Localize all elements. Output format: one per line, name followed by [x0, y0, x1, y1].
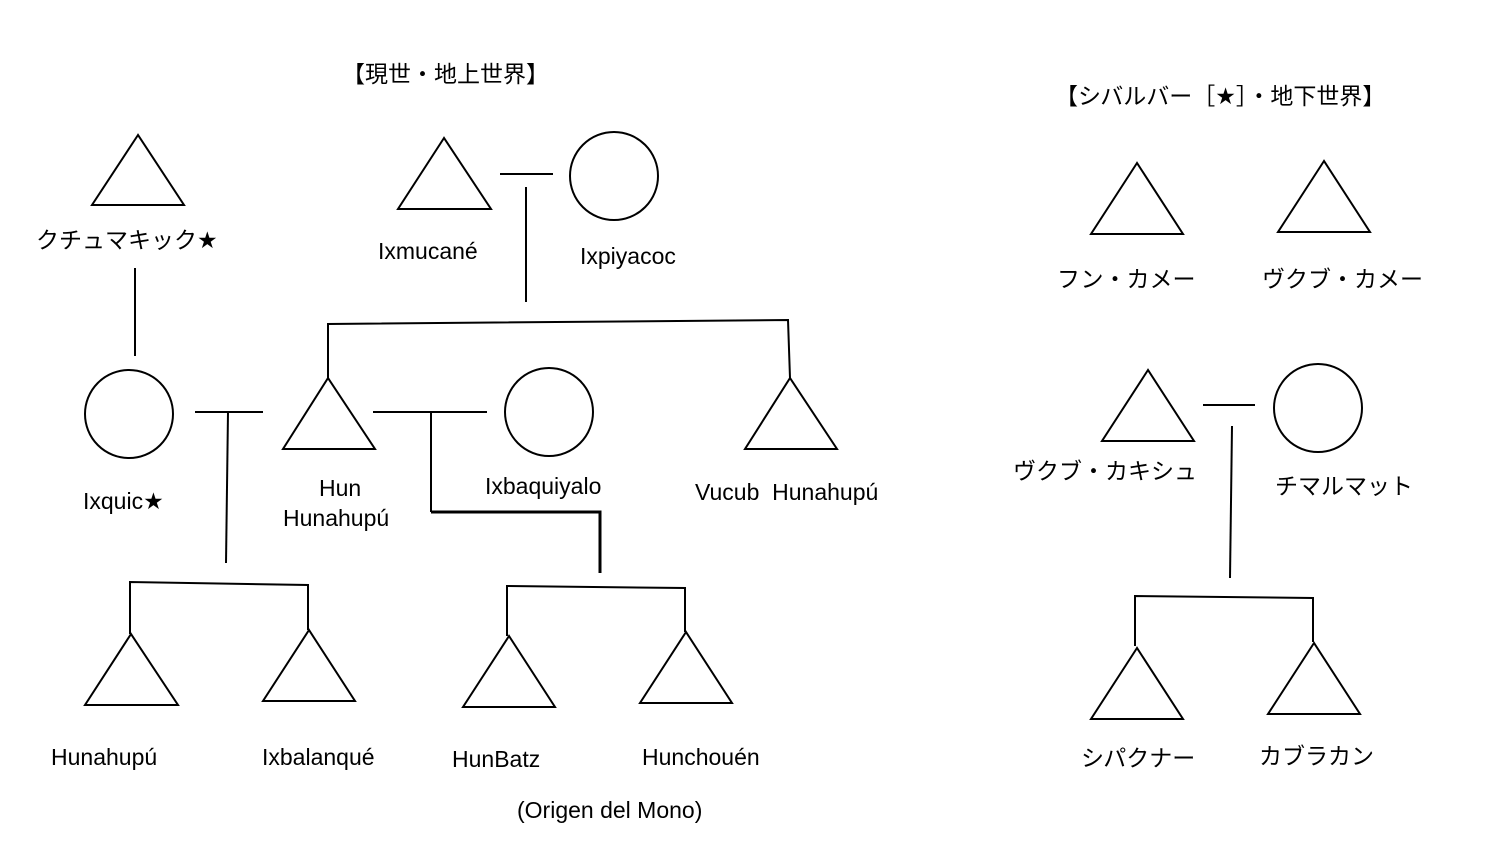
male-symbol-kuchumakik	[90, 133, 186, 206]
sibling-bar-hunbatz-hunchouen	[506, 584, 686, 636]
male-symbol-vucub-hunahpu	[743, 376, 839, 450]
heading-upper-world: 【現世・地上世界】	[342, 61, 549, 87]
label-zipacna: シパクナー	[1081, 745, 1195, 771]
label-hun-came: フン・カメー	[1057, 266, 1195, 292]
label-ixquic: Ixquic★	[83, 488, 164, 514]
label-ixbalanque: Ixbalanqué	[262, 744, 375, 770]
male-symbol-cabracan	[1266, 641, 1362, 715]
male-symbol-vucub-caquix	[1100, 368, 1196, 442]
label-cabracan: カブラカン	[1259, 743, 1374, 769]
label-chimalmat: チマルマット	[1275, 473, 1413, 499]
female-symbol-ixpiyacoc	[569, 131, 659, 221]
label-hunbatz: HunBatz	[452, 746, 540, 772]
label-vucub-came: ヴクブ・カメー	[1262, 266, 1423, 292]
sibling-bar-hunahpu-ixbalanque	[129, 580, 309, 634]
sibling-bar-zipacna-cabracan	[1134, 594, 1314, 646]
female-symbol-chimalmat	[1273, 363, 1363, 453]
label-hun-hunahpu-line1: Hun	[319, 475, 361, 501]
female-symbol-ixbaquiyalo	[504, 367, 594, 457]
male-symbol-ixmucane	[396, 136, 493, 210]
descent-line-ixquic-couple	[225, 411, 229, 564]
label-ixmucane: Ixmucané	[378, 238, 478, 264]
male-symbol-vucub-came	[1276, 159, 1372, 233]
label-kuchumakik: クチュマキック★	[36, 227, 218, 253]
sibling-bar-hun-vucub	[327, 318, 791, 379]
descent-line-vucub-caquix-couple	[1229, 425, 1233, 579]
label-ixpiyacoc: Ixpiyacoc	[580, 243, 676, 269]
male-symbol-hun-hunahpu	[281, 376, 377, 450]
male-symbol-hunchouen	[638, 630, 734, 704]
label-hunchouen: Hunchouén	[642, 744, 760, 770]
descent-line-hun-ixbaquiyalo-bent	[431, 510, 602, 573]
label-ixbaquiyalo: Ixbaquiyalo	[485, 473, 601, 499]
male-symbol-hunbatz	[461, 634, 557, 708]
male-symbol-ixbalanque	[261, 628, 357, 702]
label-origen-del-mono: (Origen del Mono)	[517, 797, 702, 823]
label-vucub-hunahpu: Vucub Hunahupú	[695, 479, 878, 505]
label-hun-hunahpu-line2: Hunahupú	[283, 505, 389, 531]
label-hunahpu: Hunahupú	[51, 744, 157, 770]
label-vucub-caquix: ヴクブ・カキシュ	[1013, 458, 1197, 484]
male-symbol-hun-came	[1089, 161, 1185, 235]
heading-underworld: 【シバルバー［★］・地下世界】	[1055, 83, 1385, 109]
male-symbol-hunahpu	[83, 632, 180, 706]
male-symbol-zipacna	[1089, 646, 1185, 720]
female-symbol-ixquic	[84, 369, 174, 459]
